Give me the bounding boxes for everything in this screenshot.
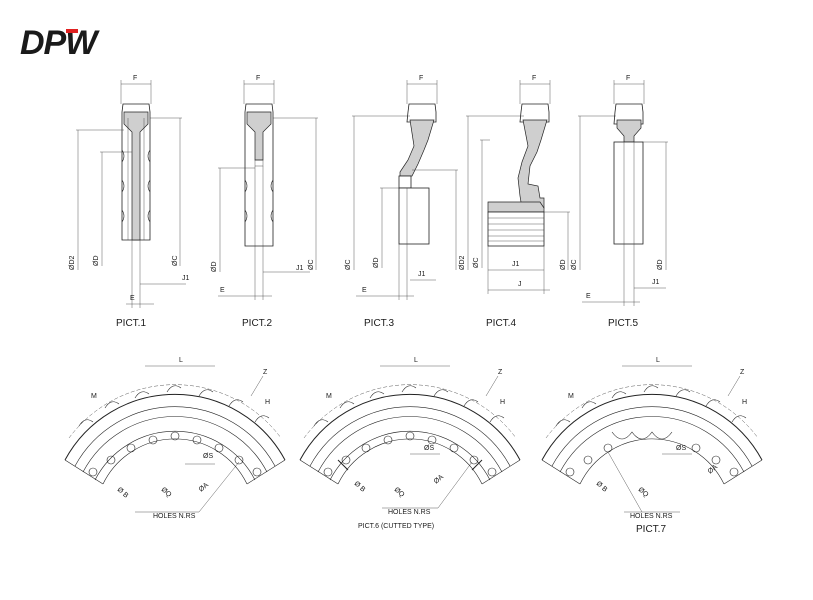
gear-3-label-b: Ø B bbox=[595, 480, 609, 493]
dpw-logo: DPW bbox=[20, 24, 101, 62]
gear-2-label-s: ØS bbox=[424, 445, 434, 452]
gear-3-label-l: L bbox=[656, 357, 660, 364]
gear-2-segment: L Z M H ØS Ø B ØQ ØA HOLES N.RS PICT.6 (… bbox=[299, 357, 521, 530]
pict-5-label-e: E bbox=[586, 293, 591, 300]
pict-3-label-d: ØD bbox=[373, 258, 380, 269]
logo-text: DPW bbox=[20, 24, 100, 62]
gear-2-label-z: Z bbox=[498, 369, 503, 376]
pict-2-label-j1: J1 bbox=[296, 265, 304, 272]
gear-3-holes-label: HOLES N.RS bbox=[630, 513, 673, 520]
gear-1-segment: L Z M H ØS Ø B ØQ ØA HOLES N.RS bbox=[64, 357, 286, 520]
gear-2-label-l: L bbox=[414, 357, 418, 364]
pict-4-label-d: ØD bbox=[560, 260, 567, 271]
pict-1-cross-section: F ØD2 ØD ØC J1 E PICT.1 bbox=[69, 75, 190, 329]
pict-1-label-e: E bbox=[130, 295, 135, 302]
pict-2-caption: PICT.2 bbox=[242, 318, 272, 329]
pict-4-label-f: F bbox=[532, 75, 536, 82]
gear-1-label-m: M bbox=[91, 393, 97, 400]
gear-2-label-b: Ø B bbox=[353, 480, 367, 493]
pict-2-label-c: ØC bbox=[308, 260, 315, 271]
gear-3-label-z: Z bbox=[740, 369, 745, 376]
gear-3-caption: PICT.7 bbox=[636, 524, 666, 535]
gear-1-label-a: ØA bbox=[198, 481, 211, 493]
pict-2-cross-section: F ØD ØC J1 E PICT.2 bbox=[211, 75, 318, 329]
pict-5-label-f: F bbox=[626, 75, 630, 82]
pict-4-caption: PICT.4 bbox=[486, 318, 516, 329]
logo-accent-mark bbox=[66, 29, 78, 33]
pict-2-label-e: E bbox=[220, 287, 225, 294]
pict-4-label-c: ØC bbox=[473, 258, 480, 269]
gear-2-label-a: ØA bbox=[433, 473, 446, 485]
gear-1-label-s: ØS bbox=[203, 453, 213, 460]
pict-5-label-d: ØD bbox=[657, 260, 664, 271]
pict-4-label-j: J bbox=[518, 281, 522, 288]
pict-2-label-d: ØD bbox=[211, 262, 218, 273]
gear-1-label-q: ØQ bbox=[160, 486, 173, 499]
pict-1-label-c: ØC bbox=[172, 256, 179, 267]
pict-4-cross-section: F ØD2 ØC ØD J1 J PICT.4 bbox=[459, 75, 570, 329]
gear-2-holes-label: HOLES N.RS bbox=[388, 509, 431, 516]
gear-1-label-l: L bbox=[179, 357, 183, 364]
gear-2-label-h: H bbox=[500, 399, 505, 406]
pict-3-cross-section: F ØC ØD J1 E PICT.3 bbox=[345, 75, 458, 329]
gear-3-label-s: ØS bbox=[676, 445, 686, 452]
gear-3-segment: L Z M H ØS Ø B ØQ ØA HOLES N.RS PICT.7 bbox=[541, 357, 763, 535]
gear-3-label-q: ØQ bbox=[637, 486, 650, 499]
pict-5-label-c: ØC bbox=[571, 260, 578, 271]
pict-5-label-j1: J1 bbox=[652, 279, 660, 286]
gear-2-label-q: ØQ bbox=[393, 486, 406, 499]
pict-1-caption: PICT.1 bbox=[116, 318, 146, 329]
gear-2-caption: PICT.6 (CUTTED TYPE) bbox=[358, 523, 434, 530]
pict-1-label-d2: ØD2 bbox=[69, 256, 76, 271]
gear-1-label-z: Z bbox=[263, 369, 268, 376]
pict-1-label-f: F bbox=[133, 75, 137, 82]
gear-3-label-a: ØA bbox=[707, 463, 720, 475]
pict-3-label-e: E bbox=[362, 287, 367, 294]
pict-3-caption: PICT.3 bbox=[364, 318, 394, 329]
gear-1-label-b: Ø B bbox=[116, 486, 130, 499]
pict-2-label-f: F bbox=[256, 75, 260, 82]
gear-3-label-h: H bbox=[742, 399, 747, 406]
gear-1-holes-label: HOLES N.RS bbox=[153, 513, 196, 520]
pict-3-label-j1: J1 bbox=[418, 271, 426, 278]
pict-5-cross-section: F ØC ØD J1 E PICT.5 bbox=[571, 75, 668, 329]
pict-5-caption: PICT.5 bbox=[608, 318, 638, 329]
gear-2-label-m: M bbox=[326, 393, 332, 400]
gear-3-label-m: M bbox=[568, 393, 574, 400]
pict-4-label-j1: J1 bbox=[512, 261, 520, 268]
pict-3-label-f: F bbox=[419, 75, 423, 82]
gear-1-label-h: H bbox=[265, 399, 270, 406]
pict-1-label-d: ØD bbox=[93, 256, 100, 267]
pict-3-label-c: ØC bbox=[345, 260, 352, 271]
pict-1-label-j1: J1 bbox=[182, 275, 190, 282]
pict-4-label-d2: ØD2 bbox=[459, 256, 466, 271]
